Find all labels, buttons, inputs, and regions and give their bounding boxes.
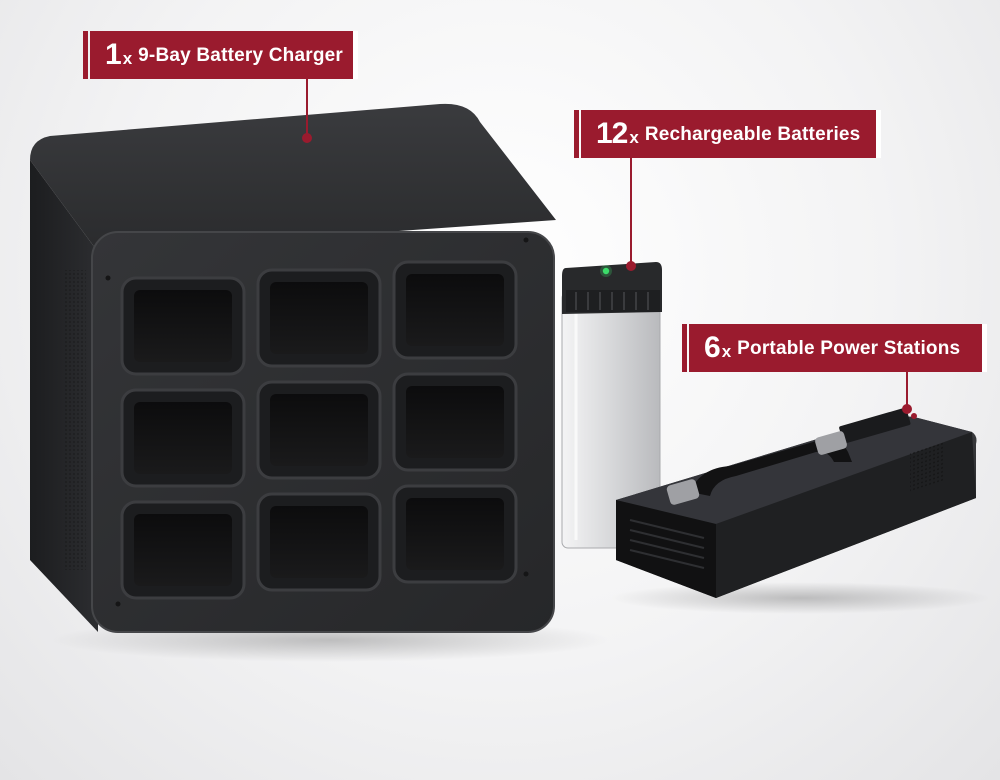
charger-bay-opening — [134, 402, 232, 474]
callout-rechargeable-batteries: 12 x Rechargeable Batteries — [574, 110, 881, 158]
callout-label: Rechargeable Batteries — [644, 123, 861, 145]
charger-bay-opening — [406, 274, 504, 346]
callout-multiplier: x — [122, 48, 133, 68]
callout-accent-bar — [574, 110, 579, 158]
charger-bay-opening — [406, 498, 504, 570]
callout-connectors — [302, 79, 912, 414]
callout-multiplier: x — [629, 127, 639, 147]
callout-accent-bar — [682, 324, 687, 372]
charger-bay-opening — [134, 290, 232, 362]
rechargeable-battery-image — [561, 262, 662, 549]
callout-label: 9-Bay Battery Charger — [138, 44, 343, 66]
callout-portable-power-stations: 6 x Portable Power Stations — [682, 324, 987, 372]
callout-battery-charger: 1 x 9-Bay Battery Charger — [83, 31, 358, 79]
callout-accent-bar — [83, 31, 88, 79]
charger-bay-opening — [270, 394, 368, 466]
charger-bay-opening — [270, 506, 368, 578]
battery-status-led — [602, 267, 610, 275]
portable-power-station-image — [616, 407, 977, 598]
callout-multiplier: x — [721, 341, 732, 361]
callout-quantity: 6 — [704, 331, 721, 364]
callout-quantity: 1 — [105, 38, 122, 71]
callout-quantity: 12 — [596, 117, 628, 150]
charger-bay-opening — [406, 386, 504, 458]
callout-label: Portable Power Stations — [737, 337, 961, 359]
charger-bay-opening — [270, 282, 368, 354]
battery-charger-image — [30, 103, 556, 633]
charger-bay-opening — [134, 514, 232, 586]
